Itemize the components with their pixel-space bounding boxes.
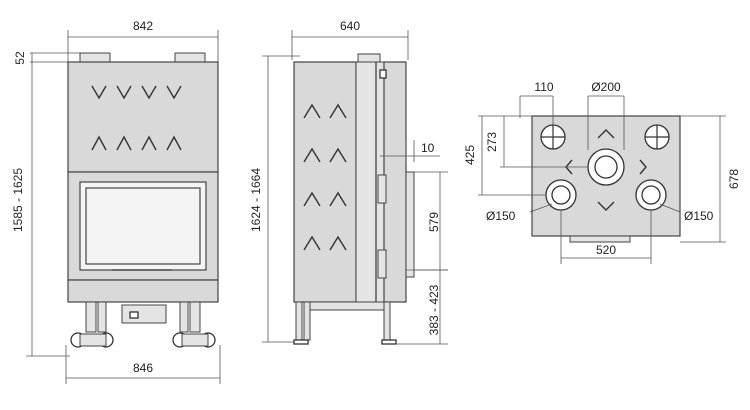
top-plate-lip <box>569 235 631 243</box>
side-vent-chevrons <box>303 103 347 251</box>
top-view: Ø200 110 273 425 678 Ø150 Ø150 <box>463 80 741 264</box>
side-collar <box>357 53 381 63</box>
collar-height-label: 52 <box>13 51 27 65</box>
offset-label: 10 <box>421 141 435 155</box>
top-chevrons <box>565 129 647 211</box>
offset-110-label: 110 <box>534 80 553 94</box>
top-width-label: 842 <box>133 19 153 33</box>
vent-chevrons-bottom <box>91 135 182 151</box>
front-view: 842 52 1585 - 1625 <box>11 19 221 384</box>
right-outlet-label: Ø150 <box>684 209 714 223</box>
spacing-520-label: 520 <box>596 243 616 257</box>
bottom-width-label: 846 <box>133 361 153 375</box>
depth-label: 640 <box>340 19 360 33</box>
side-front-panel <box>383 61 407 303</box>
depth-425-label: 425 <box>463 145 477 165</box>
side-leg-front <box>383 301 391 341</box>
side-leg-rear <box>295 301 303 341</box>
left-outlet-label: Ø150 <box>486 209 516 223</box>
door-height-label: 579 <box>427 212 441 232</box>
ash-box <box>121 304 167 324</box>
depth-273-label: 273 <box>485 132 499 152</box>
leg-height-label: 383 - 423 <box>427 284 441 335</box>
base-plinth <box>67 279 219 303</box>
side-latch <box>379 69 387 79</box>
side-height-label: 1624 - 1664 <box>249 168 263 232</box>
side-body <box>293 61 357 303</box>
door-projection <box>405 171 415 278</box>
overall-height-label: 1585 - 1625 <box>11 168 25 232</box>
corner-outlets <box>540 124 670 150</box>
lower-hinge <box>377 249 387 279</box>
depth-678-label: 678 <box>727 169 741 189</box>
upper-casing <box>67 61 219 173</box>
upper-hinge <box>377 174 387 204</box>
vent-chevrons-top <box>91 85 182 100</box>
center-outlet-label: Ø200 <box>591 80 621 94</box>
side-view: 640 1624 - 1664 10 579 <box>249 19 448 345</box>
front-legs <box>70 301 216 348</box>
